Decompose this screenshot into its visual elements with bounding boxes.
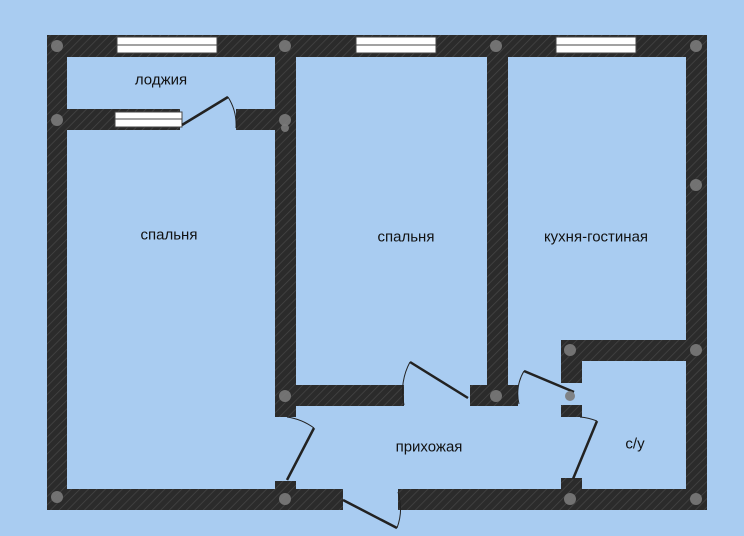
room-label-loggia: лоджия (134, 71, 188, 89)
room-label-bedroom-left: спальня (140, 226, 198, 244)
column-markers (51, 40, 702, 505)
doors (181, 95, 599, 530)
room-label-kitchen-living: кухня-гостиная (543, 228, 649, 246)
windows (114, 36, 637, 128)
room-label-hallway: прихожая (395, 438, 463, 456)
room-label-bedroom-middle: спальня (377, 228, 435, 246)
room-label-bathroom: с/у (625, 435, 645, 453)
exterior-walls (47, 35, 707, 510)
interior-walls (67, 57, 707, 491)
